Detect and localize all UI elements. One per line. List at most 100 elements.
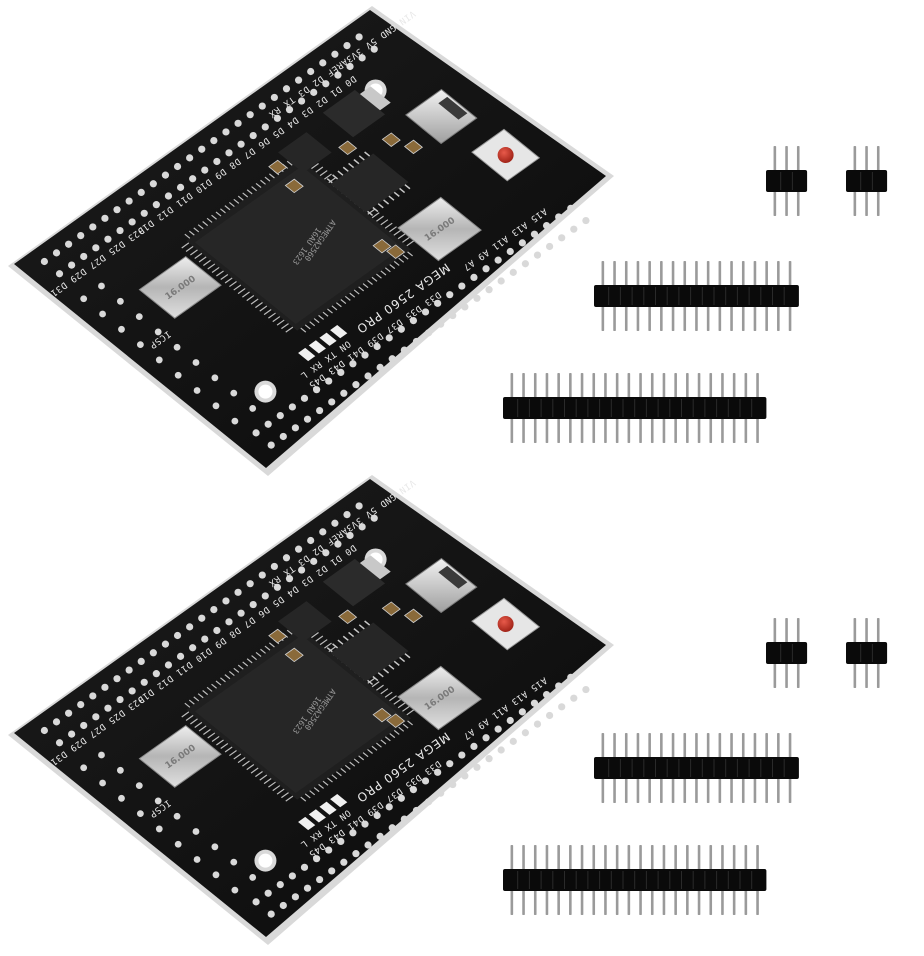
pin-pad: [509, 737, 517, 745]
pin-pad: [358, 54, 366, 62]
pin-pad: [449, 780, 457, 789]
pin-pad: [288, 872, 296, 880]
pin-headers-bottom: [503, 618, 888, 915]
pin-pad: [273, 583, 281, 591]
pin-pad: [154, 328, 162, 336]
pin-pad: [282, 554, 291, 562]
pin-pad: [252, 898, 260, 906]
header-plastic: [766, 642, 808, 664]
pin-pad: [193, 856, 201, 863]
pin-pad: [273, 114, 281, 122]
pin-pad: [98, 751, 105, 759]
pin-header-strip: [766, 618, 808, 688]
pin-pads-side: [80, 751, 257, 894]
pin-pad: [189, 175, 197, 183]
pin-pad: [300, 394, 309, 402]
pin-header-strip: [594, 733, 799, 803]
pin-pad: [125, 197, 133, 205]
pin-pad: [343, 511, 351, 519]
pin-pad: [521, 260, 529, 268]
pin-pads-bottom-edge: [252, 204, 590, 449]
pin-pad: [98, 282, 105, 290]
pin-pad: [358, 523, 366, 531]
pin-header-strip: [503, 373, 767, 443]
pin-pad: [249, 600, 257, 609]
pin-pad: [542, 690, 551, 699]
pin-pad: [424, 329, 433, 337]
pin-pad: [135, 313, 143, 321]
pin-pad: [319, 528, 327, 536]
pin-pad: [189, 644, 197, 652]
pin-pad: [316, 875, 324, 884]
pin-pad: [446, 760, 454, 768]
pin-pad: [116, 226, 124, 235]
pin-pad: [198, 614, 206, 622]
pin-pad: [322, 549, 330, 557]
mounting-hole-center: [258, 853, 273, 868]
pin-pad: [506, 716, 514, 725]
pin-pad: [313, 855, 321, 863]
pin-pad: [533, 251, 542, 259]
pin-pad: [291, 893, 300, 901]
pin-pad: [349, 360, 357, 368]
header-plastic: [766, 170, 808, 192]
pin-pad: [99, 310, 106, 318]
pin-pad: [230, 389, 238, 397]
pin-pad: [80, 721, 88, 730]
pin-pad: [137, 188, 145, 197]
pin-pad: [55, 270, 64, 278]
pin-pad: [276, 411, 284, 420]
pin-pad: [104, 235, 112, 243]
voltage-regulator: [322, 86, 391, 138]
status-leds: [298, 794, 348, 831]
pin-pad: [155, 356, 163, 364]
pin-pad: [155, 825, 163, 833]
pin-pad: [118, 325, 125, 333]
pin-pad: [52, 249, 61, 257]
pin-pad: [298, 566, 306, 574]
pin-pad: [518, 239, 526, 247]
pin-pad: [349, 829, 357, 837]
pin-pad: [201, 635, 209, 643]
pin-pad: [458, 751, 466, 759]
pin-pad: [325, 846, 333, 854]
pin-pad: [530, 699, 539, 707]
pin-pad: [173, 162, 182, 171]
pin-pad: [135, 782, 143, 790]
crystal-oscillator: 16.000: [397, 665, 482, 731]
pin-pad: [470, 742, 478, 751]
pin-pad: [331, 519, 339, 527]
pin-pad: [140, 678, 148, 686]
pin-pad: [307, 536, 315, 545]
pin-pads-top-edge: [40, 33, 378, 278]
pin-pad: [506, 247, 514, 256]
pin-pad: [555, 682, 563, 690]
pin-pad: [40, 726, 49, 735]
pin-pad: [136, 810, 144, 818]
pin-pad: [186, 623, 194, 631]
pin-pad: [186, 154, 194, 162]
pin-pad: [264, 420, 272, 428]
pin-pad: [340, 389, 348, 397]
pin-pad: [152, 670, 160, 678]
pin-pad: [555, 213, 563, 221]
pin-header-strip: [846, 146, 888, 216]
pin-headers-top: [503, 146, 888, 443]
pin-pad: [198, 145, 206, 153]
pin-pad: [325, 377, 333, 385]
pin-pad: [140, 209, 148, 217]
pin-pad: [149, 649, 157, 657]
pin-pad: [400, 346, 408, 354]
pin-pad: [222, 128, 230, 136]
pin-pad: [174, 371, 182, 379]
pin-pad: [222, 597, 230, 605]
pin-pad: [276, 880, 284, 889]
pin-pad: [267, 441, 275, 449]
pin-pad: [264, 889, 272, 897]
pin-pad: [213, 157, 221, 166]
pin-pad: [509, 268, 517, 276]
pin-pad: [212, 871, 220, 879]
pin-pad: [161, 640, 170, 648]
pin-pad: [340, 858, 348, 866]
pin-pad: [370, 45, 378, 53]
